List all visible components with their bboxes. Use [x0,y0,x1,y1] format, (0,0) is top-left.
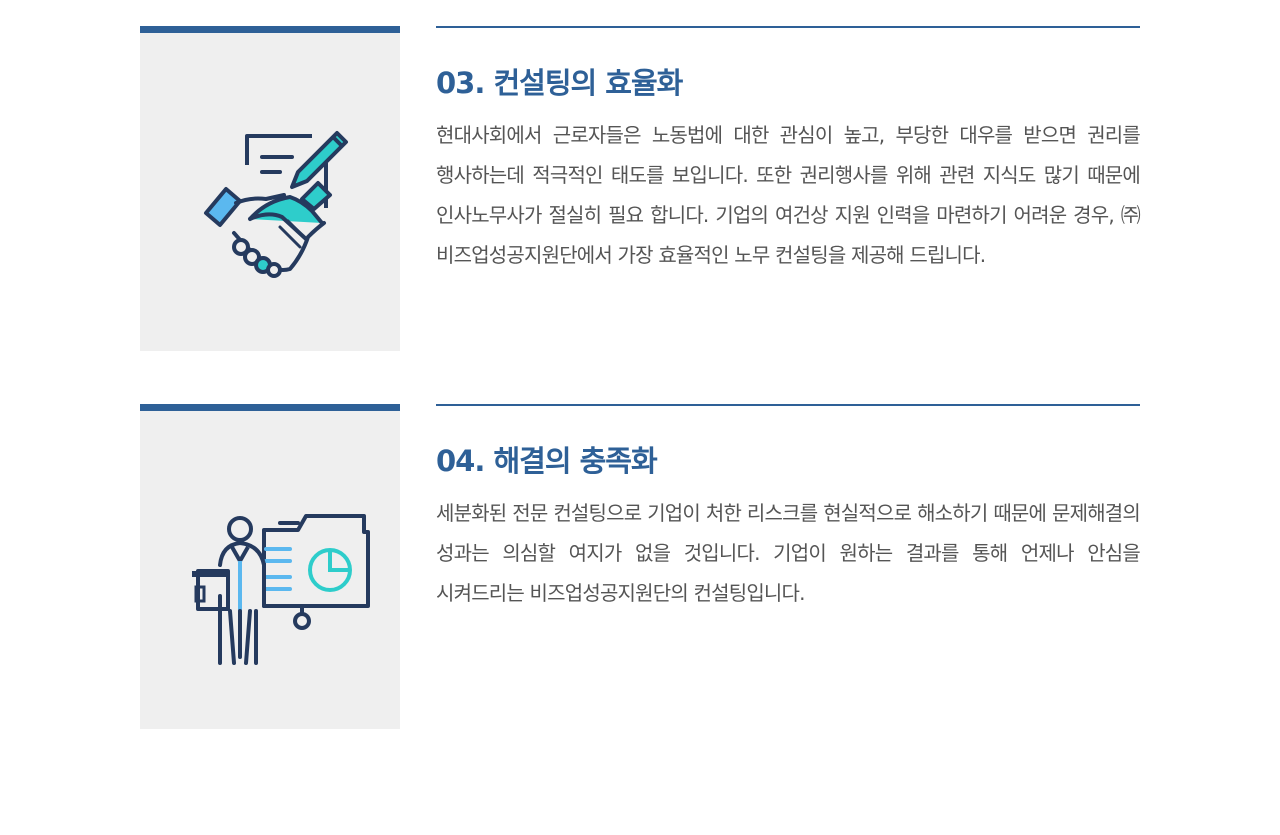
handshake-contract-icon [204,131,348,278]
icon-panel [140,26,400,351]
section-text: 03. 컨설팅의 효율화 현대사회에서 근로자들은 노동법에 대한 관심이 높고… [436,26,1141,275]
section-title: 03. 컨설팅의 효율화 [436,66,683,100]
section-title: 04. 해결의 충족화 [436,444,658,478]
section-body: 세분화된 전문 컨설팅으로 기업이 처한 리스크를 현실적으로 해소하기 때문에… [436,501,1141,605]
section-text: 04. 해결의 충족화 세분화된 전문 컨설팅으로 기업이 처한 리스크를 현실… [436,404,1141,613]
icon-panel [140,404,400,729]
section-body: 현대사회에서 근로자들은 노동법에 대한 관심이 높고, 부당한 대우를 받으면… [436,123,1141,267]
presenter-chart-icon [192,514,370,665]
